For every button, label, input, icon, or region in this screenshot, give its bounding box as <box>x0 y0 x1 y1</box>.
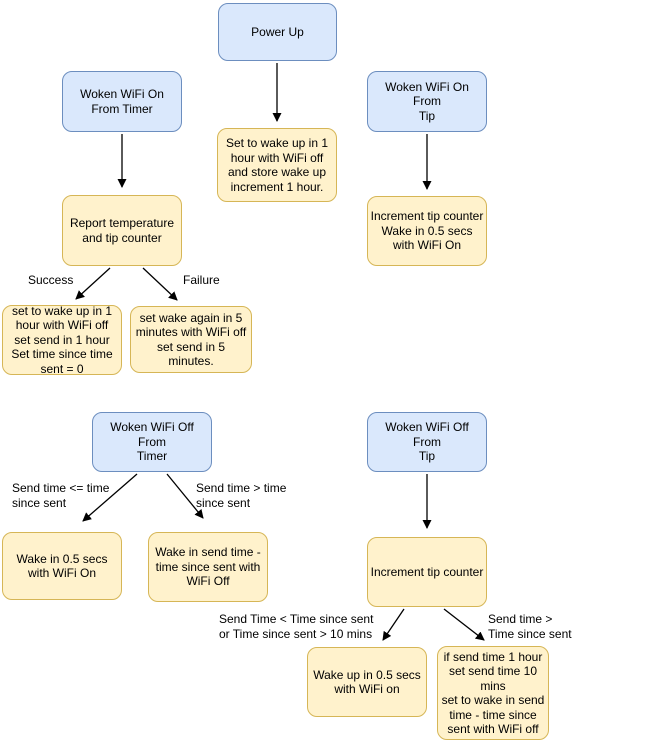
node-wake-05-wifi-on-label: Wake in 0.5 secs with WiFi On <box>16 551 108 581</box>
node-set-wake-1-hour: Set to wake up in 1 hour with WiFi off a… <box>217 128 337 202</box>
edge-label-success: Success <box>28 273 74 287</box>
arrow-increment-wake <box>382 608 405 641</box>
node-failure-action: set wake again in 5 minutes with WiFi of… <box>130 306 252 373</box>
node-increment-tip-counter: Increment tip counter <box>367 537 487 607</box>
node-woken-wifi-off-from-tip-label: Woken WiFi Off From Tip <box>385 420 469 464</box>
node-wake-05-wifi-on: Wake in 0.5 secs with WiFi On <box>2 532 122 600</box>
node-failure-action-label: set wake again in 5 minutes with WiFi of… <box>135 310 247 369</box>
node-woken-wifi-off-from-tip: Woken WiFi Off From Tip <box>367 412 487 472</box>
node-report-temperature: Report temperature and tip counter <box>62 195 182 266</box>
edge-label-send-time-lt-or: Send Time < Time since sent or Time sinc… <box>219 612 374 641</box>
node-success-action-label: set to wake up in 1 hour with WiFi off s… <box>11 303 113 376</box>
edge-label-failure: Failure <box>183 273 220 287</box>
node-power-up: Power Up <box>218 3 337 61</box>
node-set-wake-1-hour-label: Set to wake up in 1 hour with WiFi off a… <box>225 136 329 194</box>
node-wake-send-time-wifi-off: Wake in send time - time since sent with… <box>148 532 268 602</box>
node-woken-wifi-on-from-timer-label: Woken WiFi On From Timer <box>80 87 164 116</box>
edge-label-send-time-gt-tip: Send time > Time since sent <box>488 612 572 641</box>
edge-label-send-time-le: Send time <= time since sent <box>12 481 110 510</box>
node-increment-tip-wake-on-label: Increment tip counter Wake in 0.5 secs w… <box>370 209 484 253</box>
node-woken-wifi-on-from-timer: Woken WiFi On From Timer <box>62 71 182 132</box>
node-woken-wifi-off-from-timer: Woken WiFi Off From Timer <box>92 412 212 472</box>
node-report-temperature-label: Report temperature and tip counter <box>69 216 175 245</box>
node-wake-up-05-wifi-on: Wake up in 0.5 secs with WiFi on <box>307 647 427 717</box>
node-if-send-time: if send time 1 hour set send time 10 min… <box>437 646 549 740</box>
node-woken-wifi-off-from-timer-label: Woken WiFi Off From Timer <box>110 420 194 464</box>
node-wake-send-time-wifi-off-label: Wake in send time - time since sent with… <box>155 545 261 589</box>
edge-label-send-time-gt: Send time > time since sent <box>196 481 287 510</box>
node-wake-up-05-wifi-on-label: Wake up in 0.5 secs with WiFi on <box>313 667 421 697</box>
node-power-up-label: Power Up <box>251 24 304 39</box>
node-increment-tip-counter-label: Increment tip counter <box>370 564 484 579</box>
node-woken-wifi-on-from-tip: Woken WiFi On From Tip <box>367 71 487 132</box>
arrow-report-success <box>75 267 111 300</box>
node-if-send-time-label: if send time 1 hour set send time 10 min… <box>441 649 545 737</box>
arrow-report-failure <box>142 267 178 301</box>
node-increment-tip-wake-on: Increment tip counter Wake in 0.5 secs w… <box>367 196 487 266</box>
node-success-action: set to wake up in 1 hour with WiFi off s… <box>2 303 122 376</box>
node-woken-wifi-on-from-tip-label: Woken WiFi On From Tip <box>385 79 469 123</box>
arrow-increment-ifsend <box>443 608 485 641</box>
